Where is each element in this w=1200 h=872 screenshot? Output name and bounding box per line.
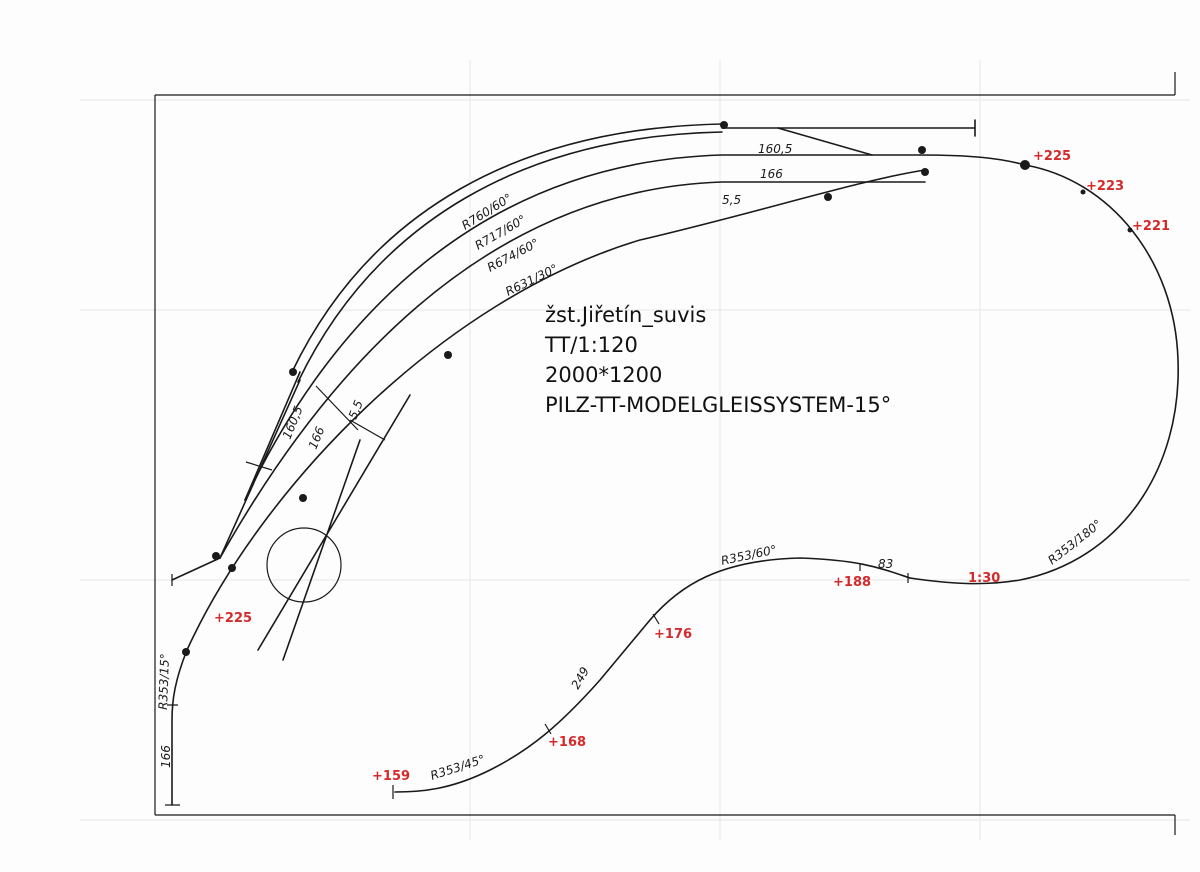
track-r717 (244, 154, 921, 501)
station-tracks (171, 119, 1026, 661)
loop-r353-60 (649, 557, 911, 621)
height-223: +223 (1086, 179, 1124, 194)
height-176: +176 (654, 627, 692, 642)
label-r631: R631/30° (503, 261, 560, 298)
label-249: 249 (568, 665, 592, 692)
mainline-to-loop (919, 154, 1026, 166)
main-loop (165, 164, 1179, 806)
label-160-5-top: 160,5 (758, 142, 792, 156)
track-r760 (291, 123, 723, 373)
drafting-grid (80, 60, 1190, 840)
switch-diagonal (777, 127, 873, 156)
joint-markers (182, 121, 1133, 656)
board-size: 2000*1200 (545, 363, 663, 387)
height-188: +188 (833, 575, 871, 590)
loop-s-curve (394, 619, 651, 793)
turntable (266, 527, 342, 603)
loop-r353-15 (171, 649, 188, 806)
label-r353-15: R353/15° (156, 653, 172, 710)
siding-top (721, 119, 976, 137)
height-225-left: +225 (214, 611, 252, 626)
label-r353-60: R353/60° (720, 542, 778, 567)
label-166-top: 166 (760, 167, 783, 181)
label-83: 83 (878, 557, 893, 571)
track-r674 (219, 181, 926, 559)
grade-130: 1:30 (968, 571, 1000, 586)
elevation-labels: +225 +223 +221 +225 +188 1:30 +176 +168 … (214, 149, 1170, 784)
title-block: žst.Jiřetín_suvis TT/1:120 2000*1200 PIL… (545, 300, 891, 420)
left-stub (171, 379, 301, 581)
height-221: +221 (1132, 219, 1170, 234)
label-r353-45: R353/45° (429, 752, 487, 783)
station-name: žst.Jiřetín_suvis (545, 303, 707, 327)
height-168: +168 (548, 735, 586, 750)
track-r760-inner (297, 131, 723, 383)
track-labels: R760/60° R717/60° R674/60° R631/30° 160,… (156, 142, 1104, 783)
label-166-left: 166 (306, 424, 328, 451)
label-55-top: 5,5 (722, 193, 741, 207)
track-system: PILZ-TT-MODELGLEISSYSTEM-15° (545, 393, 892, 417)
height-159: +159 (372, 769, 410, 784)
scale: TT/1:120 (545, 333, 638, 357)
ladder-lines (244, 371, 411, 661)
label-166-bottom: 166 (159, 745, 173, 768)
baseboard-frame (154, 72, 1176, 835)
loop-r353-180 (909, 164, 1179, 585)
height-225-top: +225 (1033, 149, 1071, 164)
label-55-left: 5,5 (346, 398, 366, 421)
track-r631 (186, 169, 926, 651)
